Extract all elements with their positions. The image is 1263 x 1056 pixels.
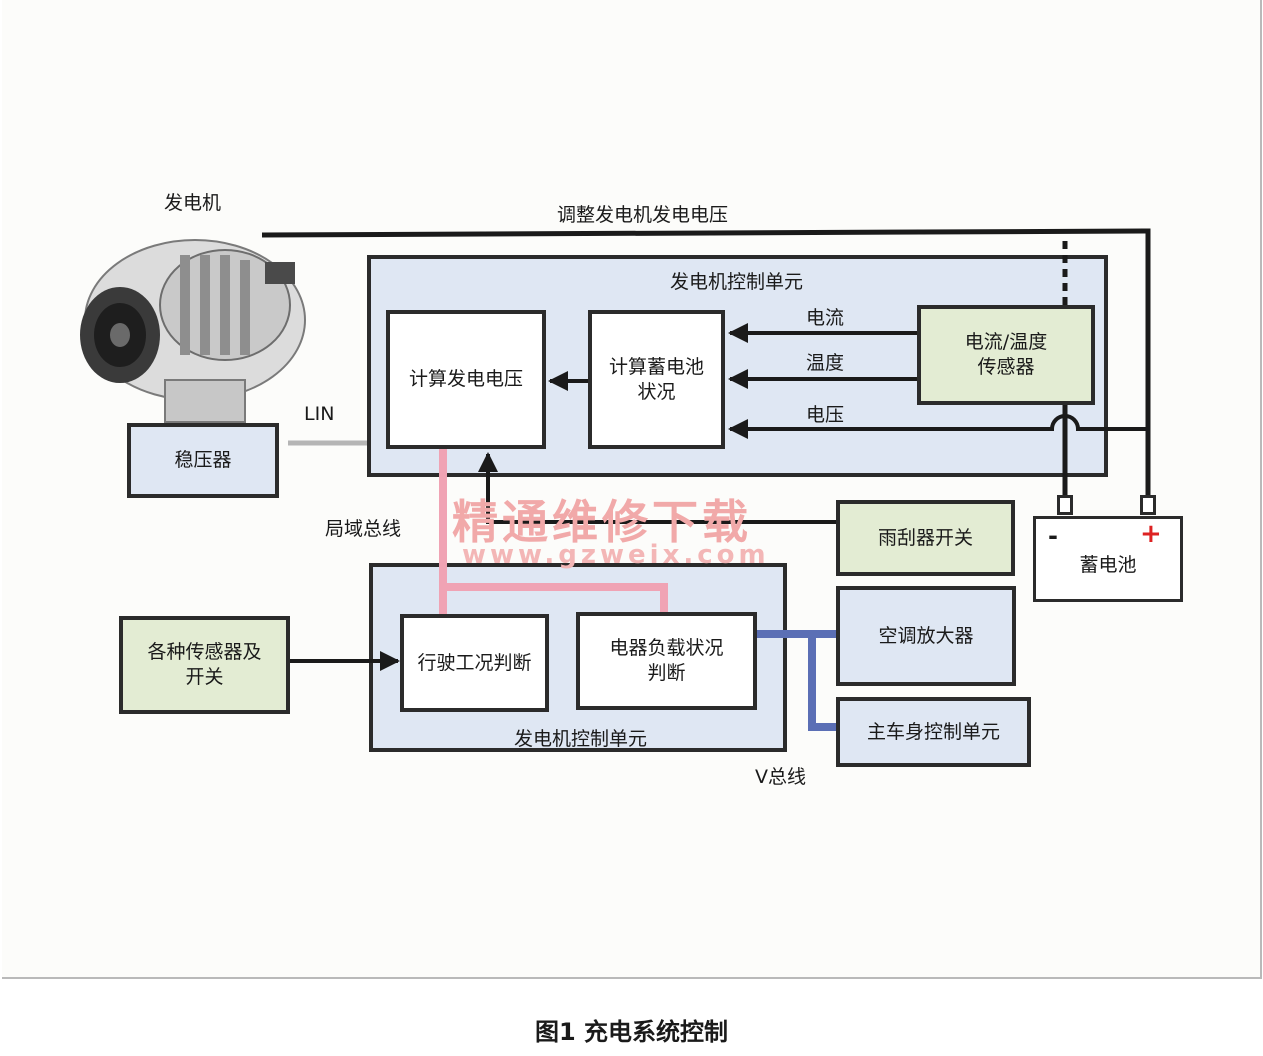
- ac-amplifier-box: 空调放大器: [836, 586, 1016, 686]
- battery-body: [1033, 516, 1183, 602]
- regulator-box: 稳压器: [127, 423, 279, 498]
- generator-illustration: [80, 239, 306, 423]
- local-bus-label: 局域总线: [325, 518, 402, 540]
- load-judgement-box: 电器负载状况 判断: [576, 612, 757, 710]
- driving-judgement-box: 行驶工况判断: [400, 614, 549, 712]
- temperature-label: 温度: [806, 352, 845, 374]
- wiper-switch-box: 雨刮器开关: [836, 500, 1015, 576]
- wiper-to-voltage-arrow: [478, 452, 838, 524]
- watermark-text: 精通维修下载: [452, 495, 752, 549]
- battery-plus-sign: +: [1140, 519, 1162, 549]
- voltage-label: 电压: [806, 404, 845, 426]
- sensors-switches-box: 各种传感器及 开关: [119, 616, 290, 714]
- local-bus-line: [439, 449, 668, 614]
- watermark-url: www.gzweix.com: [462, 540, 770, 570]
- battery-plus-terminal: [1140, 495, 1156, 515]
- upper-unit-title: 发电机控制单元: [670, 271, 804, 293]
- battery-minus-sign: -: [1048, 522, 1058, 550]
- calc-gen-voltage-box: 计算发电电压: [386, 310, 546, 449]
- voltage-line: [728, 414, 1148, 439]
- lin-label: LIN: [304, 403, 335, 425]
- current-temp-sensor-box: 电流/温度 传感器: [917, 305, 1095, 405]
- current-label: 电流: [806, 307, 845, 329]
- v-bus-label: V总线: [755, 766, 806, 788]
- battery-label: 蓄电池: [1079, 554, 1137, 576]
- battery-minus-terminal: [1057, 495, 1073, 515]
- adjust-voltage-label: 调整发电机发电电压: [557, 204, 729, 226]
- figure-caption: 图1 充电系统控制: [534, 1018, 729, 1046]
- main-body-ecu-box: 主车身控制单元: [836, 697, 1031, 767]
- v-bus-line: [754, 630, 838, 731]
- generator-label: 发电机: [164, 192, 222, 214]
- lower-unit-title: 发电机控制单元: [514, 728, 648, 750]
- adjust-voltage-line: [261, 228, 1151, 500]
- calc-battery-state-box: 计算蓄电池 状况: [588, 310, 725, 449]
